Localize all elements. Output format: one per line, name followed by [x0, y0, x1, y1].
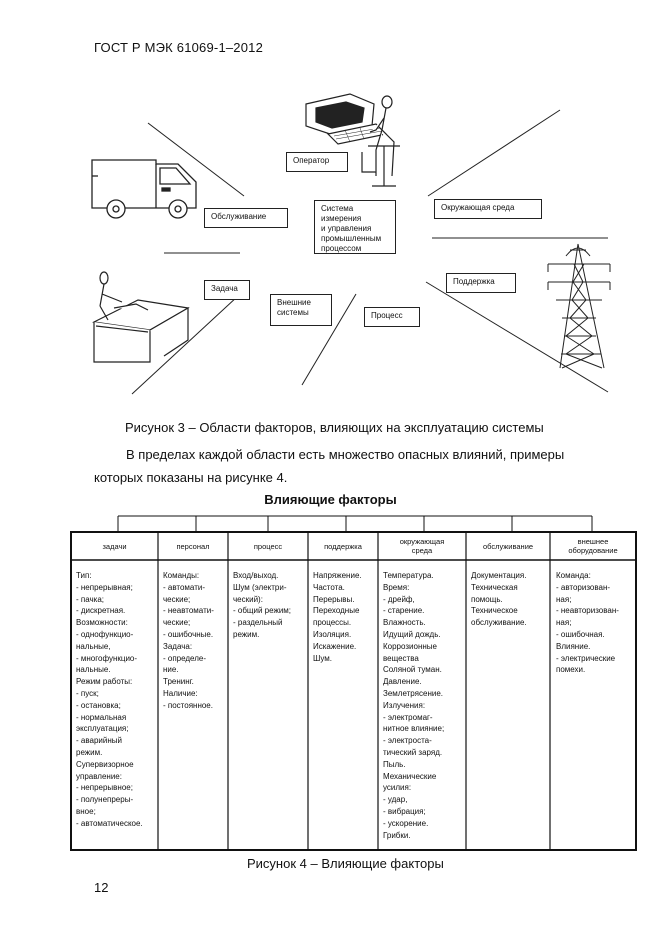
column-body-tasks: Тип: - непрерывная; - пачка; - дискретна… [76, 571, 143, 828]
divider-line [131, 295, 239, 395]
page-number: 12 [94, 880, 109, 895]
figure4-caption: Рисунок 4 – Влияющие факторы [247, 856, 444, 871]
process-box: Процесс [364, 307, 420, 327]
column-header-support: поддержка [324, 541, 362, 551]
column-header-environment: окружающая среда [399, 537, 445, 555]
column-body-external-equipment: Команда: - авторизован- ная; - неавториз… [556, 571, 619, 675]
divider-line [425, 281, 609, 393]
desk-worker-icon [92, 271, 190, 363]
support-box: Поддержка [446, 273, 516, 293]
column-header-personnel: персонал [176, 541, 210, 551]
column-body-personnel: Команды: - автомати- ческие; - неавтомат… [163, 571, 214, 710]
divider-line [301, 293, 357, 386]
figure3-drawing [91, 93, 611, 395]
column-body-maintenance: Документация. Техническая помощь. Технич… [471, 571, 527, 628]
column-header-process: процесс [253, 541, 283, 551]
operator-icon [305, 93, 400, 187]
external-systems-box: Внешние системы [270, 294, 332, 326]
column-body-support: Напряжение. Частота. Перерывы. Переходны… [313, 571, 362, 663]
column-header-external-equipment: внешнее оборудование [568, 537, 618, 555]
task-box: Задача [204, 280, 250, 300]
column-body-environment: Температура. Время: - дрейф, - старение.… [383, 571, 445, 840]
paragraph-line-1: В пределах каждой области есть множество… [126, 447, 565, 462]
column-header-maintenance: обслуживание [482, 541, 534, 551]
document-header: ГОСТ Р МЭК 61069-1–2012 [94, 40, 264, 55]
divider-line [147, 122, 245, 197]
figure3-caption: Рисунок 3 – Области факторов, влияющих н… [125, 420, 544, 435]
divider-line [427, 109, 561, 197]
paragraph-line-2: которых показаны на рисунке 4. [94, 470, 288, 485]
truck-icon [91, 159, 197, 219]
maintenance-box: Обслуживание [204, 208, 288, 228]
column-header-tasks: задачи [102, 541, 127, 551]
column-body-process: Вход/выход. Шум (электри- ческий): - общ… [233, 571, 292, 639]
figure4-title: Влияющие факторы [264, 492, 397, 507]
operator-box: Оператор [286, 152, 348, 172]
power-pylon-icon [547, 243, 611, 369]
system-box: Система измерения и управления промышлен… [314, 200, 396, 254]
environment-box: Окружающая среда [434, 199, 542, 219]
